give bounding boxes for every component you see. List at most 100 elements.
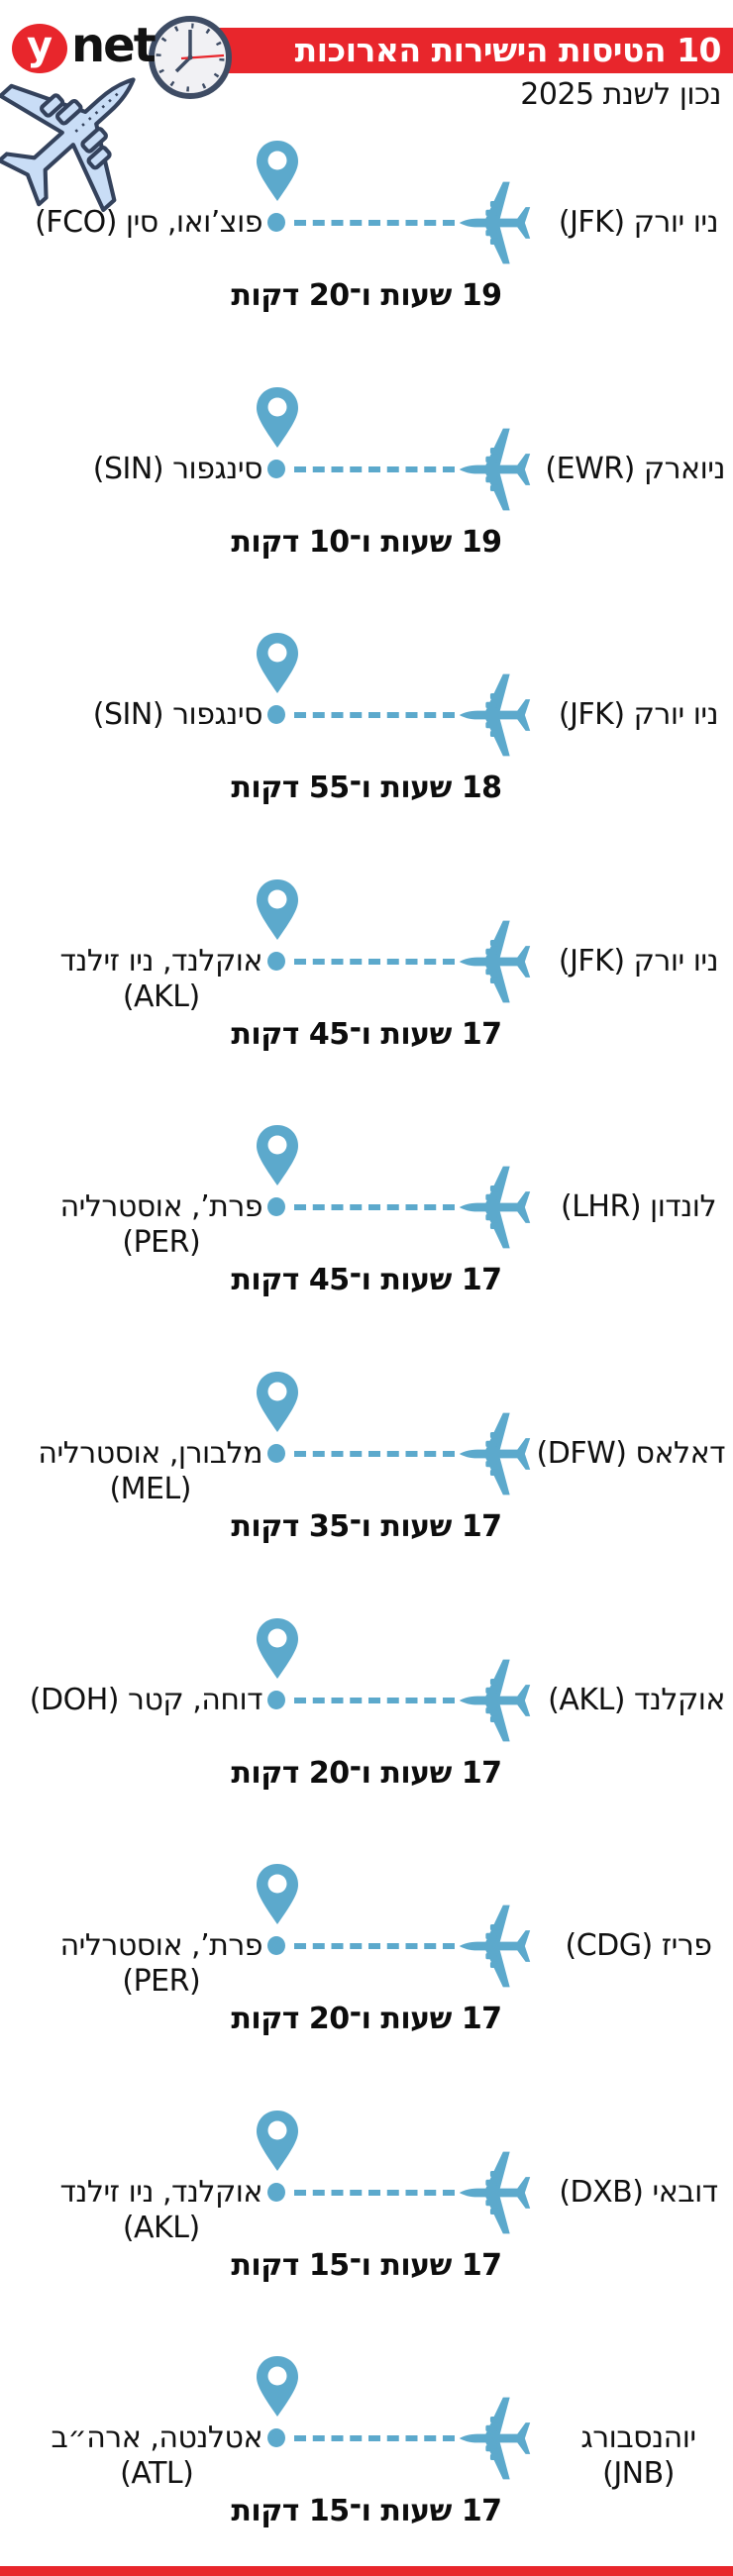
flight-row: דאלאס (DFW) מלבורן, אוסטרליה (MEL) 17 שע… xyxy=(0,1345,733,1592)
airplane-icon xyxy=(459,673,531,757)
destination-code: (AKL) xyxy=(122,979,200,1014)
route-dashed-line xyxy=(294,465,455,472)
flight-list: ניו יורק (JFK) פוצ’ואו, סין (FCO) 19 שעו… xyxy=(0,114,733,2576)
duration-label: 17 שעות ו־35 דקות xyxy=(231,1508,502,1544)
destination-city: סינגפור (SIN) xyxy=(92,451,263,486)
airplane-icon xyxy=(459,2151,531,2234)
origin-city: דאלאס (DFW) xyxy=(536,1435,726,1471)
origin-label: פריז (CDG) xyxy=(552,1928,725,1964)
destination-city: דוחה, קטר (DOH) xyxy=(29,1682,263,1717)
flight-row: ניו יורק (JFK) סינגפור (SIN) 18 שעות ו־5… xyxy=(0,606,733,853)
infographic-title: 10 הטיסות הישירות הארוכות xyxy=(294,31,722,69)
airplane-icon xyxy=(459,2397,531,2480)
origin-city: ניוארק (EWR) xyxy=(545,451,725,486)
origin-label: ניוארק (EWR) xyxy=(545,452,725,487)
origin-city: אוקלנד (AKL) xyxy=(548,1682,725,1717)
map-pin-icon xyxy=(257,2356,298,2418)
route-dot xyxy=(267,2182,285,2202)
destination-label: פרת’, אוסטרליה (PER) xyxy=(60,1928,263,2000)
destination-label: אטלנטה, ארה״ב (ATL) xyxy=(51,2421,263,2492)
flight-row: אוקלנד (AKL) דוחה, קטר (DOH) 17 שעות ו־2… xyxy=(0,1592,733,1838)
route-dashed-line xyxy=(294,1204,455,1211)
destination-label: מלבורן, אוסטרליה (MEL) xyxy=(38,1436,262,1507)
airplane-icon xyxy=(459,1412,531,1495)
duration-label: 17 שעות ו־15 דקות xyxy=(231,2247,502,2283)
flight-row: לונדון (LHR) פרת’, אוסטרליה (PER) 17 שעו… xyxy=(0,1098,733,1345)
duration-label: 17 שעות ו־45 דקות xyxy=(231,1263,502,1298)
map-pin-icon xyxy=(257,1617,298,1679)
airplane-icon xyxy=(459,181,531,264)
origin-label: ניו יורק (JFK) xyxy=(552,944,725,979)
duration-label: 19 שעות ו־10 דקות xyxy=(231,524,502,560)
flight-row: יוהנסבורג (JNB) אטלנטה, ארה״ב (ATL) 17 ש… xyxy=(0,2329,733,2576)
title-banner: 10 הטיסות הישירות הארוכות xyxy=(163,28,733,73)
ynet-logo: y net xyxy=(12,18,160,77)
origin-label: אוקלנד (AKL) xyxy=(548,1683,725,1718)
destination-code: (PER) xyxy=(122,1964,201,2000)
route-dashed-line xyxy=(294,712,455,719)
duration-label: 17 שעות ו־20 דקות xyxy=(231,1755,502,1791)
destination-city: סינגפור (SIN) xyxy=(92,697,263,733)
flight-row: פריז (CDG) פרת’, אוסטרליה (PER) 17 שעות … xyxy=(0,1837,733,2084)
origin-label: ניו יורק (JFK) xyxy=(552,205,725,241)
origin-city: ניו יורק (JFK) xyxy=(558,697,719,733)
airplane-icon xyxy=(459,1905,531,1988)
flight-row: דובאי (DXB) אוקלנד, ניו זילנד (AKL) 17 ש… xyxy=(0,2084,733,2330)
origin-city: ניו יורק (JFK) xyxy=(558,943,719,979)
route-dashed-line xyxy=(294,2435,455,2442)
route-dashed-line xyxy=(294,1450,455,1457)
route-dashed-line xyxy=(294,1697,455,1703)
route-dashed-line xyxy=(294,958,455,965)
duration-label: 17 שעות ו־15 דקות xyxy=(231,2494,502,2529)
destination-city: אטלנטה, ארה״ב xyxy=(51,2421,263,2456)
origin-label: דובאי (DXB) xyxy=(552,2175,725,2211)
route-dot xyxy=(267,951,285,971)
route-dot xyxy=(267,705,285,725)
map-pin-icon xyxy=(257,386,298,448)
infographic-subtitle: נכון לשנת 2025 xyxy=(520,77,721,112)
ynet-logo-y-badge: y xyxy=(12,24,67,73)
route-dot xyxy=(267,1197,285,1217)
duration-label: 19 שעות ו־20 דקות xyxy=(231,278,502,313)
header: 10 הטיסות הישירות הארוכות נכון לשנת 2025… xyxy=(0,0,733,114)
ynet-logo-net-text: net xyxy=(71,18,157,73)
origin-city: דובאי (DXB) xyxy=(559,2174,718,2210)
flight-row: ניו יורק (JFK) אוקלנד, ניו זילנד (AKL) 1… xyxy=(0,853,733,1099)
airplane-icon xyxy=(459,920,531,1003)
route-dot xyxy=(267,1936,285,1956)
map-pin-icon xyxy=(257,2110,298,2171)
destination-label: פרת’, אוסטרליה (PER) xyxy=(60,1189,263,1261)
destination-code: (AKL) xyxy=(122,2210,200,2245)
origin-label: דאלאס (DFW) xyxy=(537,1436,726,1472)
route-dot xyxy=(267,213,285,232)
flight-row: ניו יורק (JFK) פוצ’ואו, סין (FCO) 19 שעו… xyxy=(0,114,733,361)
clock-icon xyxy=(149,16,232,99)
map-pin-icon xyxy=(257,878,298,940)
destination-label: פוצ’ואו, סין (FCO) xyxy=(35,205,262,241)
destination-code: (MEL) xyxy=(109,1471,191,1506)
map-pin-icon xyxy=(257,141,298,201)
route-dot xyxy=(267,1690,285,1709)
airplane-icon xyxy=(459,1659,531,1741)
origin-city: יוהנסבורג xyxy=(580,2421,696,2456)
destination-code: (PER) xyxy=(122,1225,201,1261)
map-pin-icon xyxy=(257,1371,298,1432)
duration-label: 18 שעות ו־55 דקות xyxy=(231,771,502,806)
destination-label: אוקלנד, ניו זילנד (AKL) xyxy=(60,944,263,1015)
route-dashed-line xyxy=(294,1943,455,1950)
destination-code: (ATL) xyxy=(120,2456,194,2492)
destination-city: אוקלנד, ניו זילנד xyxy=(59,2174,263,2210)
airplane-icon xyxy=(459,1167,531,1249)
route-dot xyxy=(267,2428,285,2448)
origin-code: (JNB) xyxy=(602,2456,675,2492)
route-dot xyxy=(267,459,285,478)
map-pin-icon xyxy=(257,633,298,694)
route-dashed-line xyxy=(294,220,455,226)
duration-label: 17 שעות ו־45 דקות xyxy=(231,1016,502,1052)
airplane-icon xyxy=(459,428,531,510)
airplane-illustration xyxy=(0,52,156,215)
route-dot xyxy=(267,1443,285,1463)
duration-label: 17 שעות ו־20 דקות xyxy=(231,2002,502,2037)
destination-label: דוחה, קטר (DOH) xyxy=(29,1682,263,1718)
